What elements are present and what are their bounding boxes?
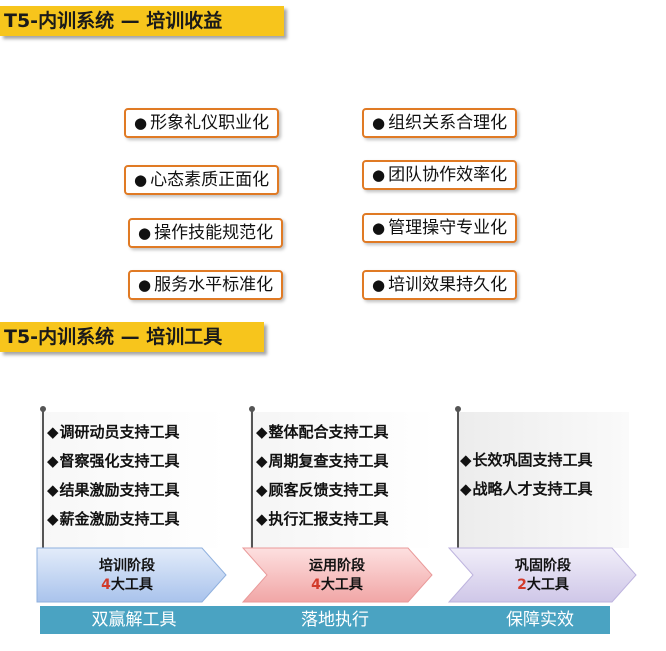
diamond-icon: ◆ [256,481,268,499]
timeline-dot [249,406,255,412]
stage3-arrow [447,547,637,603]
diamond-icon: ◆ [256,510,268,528]
diamond-icon: ◆ [47,423,59,441]
stage2-label: 运用阶段 4大工具 [274,557,400,595]
bottom-bar [40,606,610,634]
stage2-panel [250,412,436,548]
tool-label: 顾客反馈支持工具 [268,481,389,499]
stage-tool-count: 2大工具 [480,576,606,595]
benefit-pill: ●操作技能规范化 [128,218,284,248]
section-title-benefits: T5-内训系统 — 培训收益 [4,10,223,32]
diamond-icon: ◆ [47,481,59,499]
benefit-label: 心态素质正面化 [150,170,270,190]
tool-item: ◆周期复查支持工具 [256,450,389,471]
tool-item: ◆调研动员支持工具 [47,421,180,442]
tool-item: ◆结果激励支持工具 [47,479,180,500]
stage2-arrow [241,547,433,603]
black-circle-icon: ● [134,114,148,132]
tool-label: 调研动员支持工具 [59,423,180,441]
benefit-pill: ●组织关系合理化 [362,108,518,138]
bottom-label-3: 保障实效 [506,610,574,630]
tool-label: 整体配合支持工具 [268,423,389,441]
section-title-tools: T5-内训系统 — 培训工具 [4,326,223,348]
stage-arrows [36,547,637,603]
stage3-label: 巩固阶段 2大工具 [480,557,606,595]
benefit-label: 组织关系合理化 [388,113,508,133]
tool-label: 周期复查支持工具 [268,452,389,470]
black-circle-icon: ● [372,114,386,132]
diamond-icon: ◆ [47,452,59,470]
benefit-pill: ●心态素质正面化 [124,165,280,195]
tool-item: ◆督察强化支持工具 [47,450,180,471]
stage-tool-count: 4大工具 [274,576,400,595]
stage-name: 巩固阶段 [515,558,571,574]
benefit-label: 操作技能规范化 [154,223,274,243]
benefit-label: 团队协作效率化 [388,165,508,185]
benefit-label: 形象礼仪职业化 [150,113,270,133]
diamond-icon: ◆ [256,452,268,470]
count-number: 2 [517,577,527,593]
stage3-panel [457,412,629,548]
benefit-label: 服务水平标准化 [154,275,274,295]
diamond-icon: ◆ [460,451,472,469]
benefit-pill: ●团队协作效率化 [362,160,518,190]
tool-label: 执行汇报支持工具 [268,510,389,528]
black-circle-icon: ● [372,219,386,237]
stage1-arrow [36,547,227,603]
benefit-pill: ●形象礼仪职业化 [124,108,280,138]
stage-name: 培训阶段 [99,558,155,574]
black-circle-icon: ● [372,276,386,294]
tool-item: ◆长效巩固支持工具 [460,449,593,470]
bottom-label-1: 双赢解工具 [91,610,177,630]
benefit-label: 培训效果持久化 [388,275,508,295]
benefit-pill: ●管理操守专业化 [362,213,518,243]
benefit-pill: ●培训效果持久化 [362,270,518,300]
tool-label: 薪金激励支持工具 [59,510,180,528]
count-suffix: 大工具 [110,577,153,593]
stage1-panel [40,412,226,548]
count-number: 4 [101,577,111,593]
tool-item: ◆顾客反馈支持工具 [256,479,389,500]
stage1-label: 培训阶段 4大工具 [64,557,190,595]
section-banner-benefits: T5-内训系统 — 培训收益 [0,6,284,36]
black-circle-icon: ● [372,166,386,184]
tool-label: 长效巩固支持工具 [472,451,593,469]
timeline-dot [40,406,46,412]
tool-label: 结果激励支持工具 [59,481,180,499]
timeline-line [251,410,253,550]
timeline-line [457,410,459,550]
count-suffix: 大工具 [320,577,363,593]
black-circle-icon: ● [138,276,152,294]
tool-item: ◆执行汇报支持工具 [256,508,389,529]
count-suffix: 大工具 [526,577,569,593]
tool-item: ◆整体配合支持工具 [256,421,389,442]
tool-item: ◆薪金激励支持工具 [47,508,180,529]
black-circle-icon: ● [138,224,152,242]
diamond-icon: ◆ [460,480,472,498]
stage-name: 运用阶段 [309,558,365,574]
black-circle-icon: ● [134,171,148,189]
benefit-pill: ●服务水平标准化 [128,270,284,300]
diamond-icon: ◆ [256,423,268,441]
stage-tool-count: 4大工具 [64,576,190,595]
benefit-label: 管理操守专业化 [388,218,508,238]
count-number: 4 [311,577,321,593]
tool-label: 战略人才支持工具 [472,480,593,498]
bottom-label-2: 落地执行 [301,610,369,630]
timeline-dot [455,406,461,412]
tool-label: 督察强化支持工具 [59,452,180,470]
diamond-icon: ◆ [47,510,59,528]
timeline-line [42,410,44,550]
section-banner-tools: T5-内训系统 — 培训工具 [0,322,264,352]
tool-item: ◆战略人才支持工具 [460,478,593,499]
